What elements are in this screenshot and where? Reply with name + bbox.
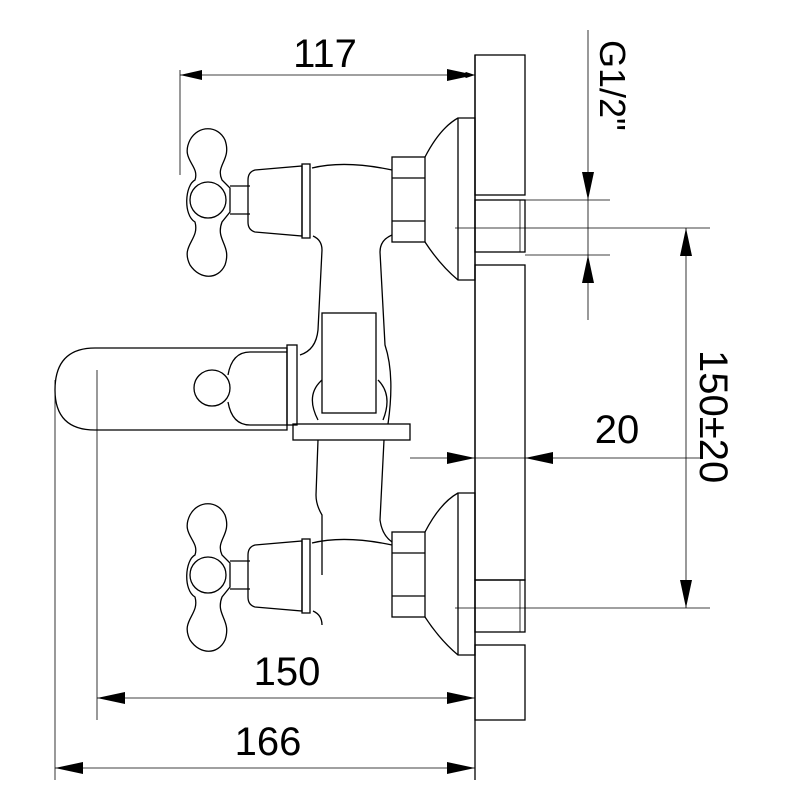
dimension-inlet-spacing: 150±20 <box>691 350 735 483</box>
dimension-117: 117 <box>293 32 357 76</box>
dimension-thread: G1/2" <box>592 40 633 131</box>
upper-valve <box>186 117 476 281</box>
dimension-20: 20 <box>595 408 640 452</box>
wall-section <box>474 54 526 780</box>
dimension-150: 150 <box>254 650 321 694</box>
dimension-166: 166 <box>235 720 302 764</box>
dimension-lines <box>54 30 710 780</box>
mixer-body <box>54 234 411 575</box>
lower-valve <box>186 492 476 656</box>
